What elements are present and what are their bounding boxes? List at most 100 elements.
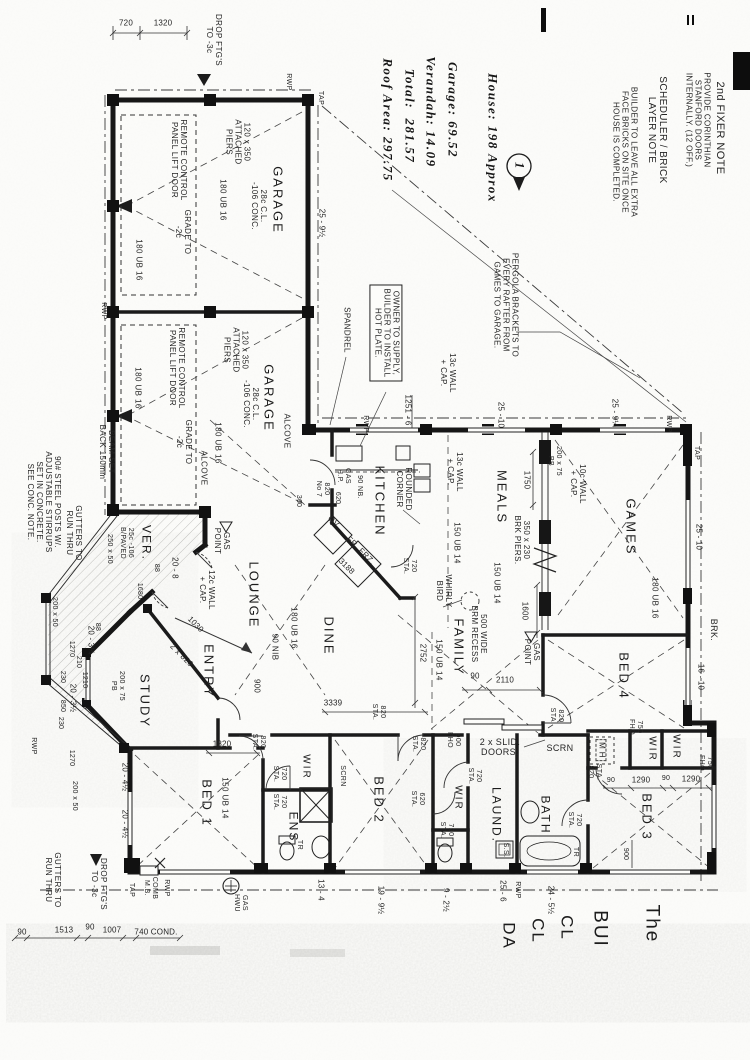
- plan-label: RWP: [99, 302, 107, 320]
- plan-label: 150 UB 14: [220, 777, 230, 819]
- note-scheduler-body: BUILDER TO LEAVE ALL EXTRA FACE BRICKS O…: [611, 86, 639, 218]
- plan-label: S.S.: [501, 842, 509, 858]
- plan-label: 180 UB 16: [134, 239, 144, 281]
- plan-label: 25 - 10: [694, 523, 704, 551]
- room-label-family: FAMILY: [451, 618, 467, 676]
- room-label-bed3: BED 3: [639, 793, 655, 841]
- garage-door-arrows: [116, 199, 132, 423]
- plan-label: 1030: [185, 614, 206, 635]
- plan-label: 750 FHO: [628, 719, 643, 735]
- handwritten-house-area: House: 198 Approx: [485, 73, 501, 203]
- plan-label: 1820: [212, 739, 232, 749]
- plan-label: 20 - 4½: [120, 809, 130, 839]
- plan-label: COMB M.B.: [143, 876, 158, 900]
- plan-label: 13c WALL + CAP.: [439, 353, 457, 393]
- room-label-wir-bed4: WIR: [646, 736, 658, 762]
- plan-label: 1251 - 6: [403, 394, 413, 426]
- handwritten-roof-area: Roof Area: 297.75: [380, 58, 396, 182]
- cutoff-text-da: DA: [499, 922, 519, 950]
- plan-label: 200 x 50: [50, 596, 58, 628]
- plan-label: GUTTERS TO RUN THRU: [44, 852, 62, 908]
- room-label-wir-hall: WIR: [452, 785, 464, 811]
- plan-label: BEAM SET BACK 150mm: [98, 424, 116, 480]
- plan-label: 360: [294, 494, 302, 508]
- plan-label: 720 STA.: [402, 557, 417, 575]
- plan-label: 2 x SLID. DOORS.: [479, 736, 521, 757]
- plan-label: 1270: [67, 640, 75, 658]
- plan-label: 90: [470, 671, 480, 681]
- plan-label: 820 No 7: [315, 480, 330, 498]
- plan-label: REMOTE CONTROL PANEL LIFT DOOR: [170, 119, 188, 201]
- room-label-ens: ENS: [286, 811, 301, 843]
- room-label-meals: MEALS: [494, 469, 510, 525]
- plan-label: 900 FHO: [446, 732, 461, 748]
- plan-label: ALCOVE: [199, 450, 209, 486]
- plan-label: 350 x 230 BRK PIERS.: [513, 515, 531, 565]
- plan-label: 230: [56, 716, 64, 730]
- plan-label: 2 x 820: [168, 641, 196, 669]
- note-2nd-fixer-title: 2nd FIXER NOTE: [714, 81, 727, 175]
- room-label-laundry: LAUND.: [489, 786, 504, 844]
- plan-label: DROP FTG'S TO -3c: [90, 857, 108, 911]
- plan-label: 620: [333, 491, 341, 505]
- plan-label: TR: [571, 846, 579, 858]
- plan-label: 1513: [54, 925, 74, 935]
- plan-label: 90: [606, 777, 616, 785]
- plan-label: 3339: [323, 698, 343, 708]
- interior-walls: [111, 310, 716, 874]
- plan-label: 900: [252, 679, 262, 693]
- room-label-entry: ENTRY: [201, 644, 217, 698]
- plan-label: 200 x 75 PB: [547, 445, 562, 477]
- plan-label: 25 - 9¼: [610, 398, 620, 428]
- plan-label: SCRN: [546, 742, 574, 753]
- plan-label: TR: [295, 839, 303, 851]
- windows: [84, 426, 718, 876]
- plan-label: 200 x 50: [70, 780, 78, 812]
- plan-label: 720: [119, 18, 133, 28]
- plan-label: 3188: [336, 556, 357, 577]
- cutoff-text-cl1: CL: [557, 915, 577, 941]
- door-arcs: [151, 459, 623, 827]
- entry-arrow: [174, 617, 253, 654]
- plan-label: GRADE TO -2c: [175, 419, 193, 465]
- plan-label: SPANDREL: [342, 307, 352, 353]
- plan-label: 230: [58, 670, 66, 684]
- plan-label: 1290: [681, 774, 701, 784]
- plan-label: 90: [661, 775, 671, 783]
- plan-label: 1270: [67, 749, 75, 767]
- plan-label: 20 - 3½: [68, 683, 78, 713]
- leader-line-long: [391, 189, 687, 423]
- handwritten-verandah-area: Verandah: 14.09: [423, 56, 439, 168]
- plan-label: OV: [326, 513, 342, 529]
- room-label-garage-1: GARAGE: [270, 166, 286, 234]
- plan-label: TAP: [692, 445, 700, 461]
- plan-label: 9 - 2½: [441, 888, 451, 912]
- plan-label: 2110: [495, 675, 515, 685]
- plan-label: ALCOVE: [282, 413, 292, 449]
- plan-label: 500 WIDE BRM RECESS: [470, 605, 488, 663]
- sliding-doors: [463, 718, 543, 731]
- plan-label: RWP: [361, 415, 369, 433]
- revision-balloon-symbol: [506, 153, 532, 191]
- plan-label: 90: [85, 922, 95, 932]
- plan-label: 180 UB 16: [213, 422, 223, 464]
- plan-label: 24 - 5½: [546, 885, 556, 915]
- plan-label: 1600: [520, 601, 530, 621]
- plan-label: RWP: [284, 73, 292, 91]
- plan-label: GAS H.P.: [336, 468, 351, 484]
- plan-label: 20 - 8: [170, 557, 180, 579]
- note-leaders: [329, 331, 641, 748]
- plan-label: 1007: [102, 925, 122, 935]
- plan-label: REMOTE CONTROL PANEL LIFT DOOR: [168, 327, 186, 409]
- plan-label: 850: [58, 699, 66, 713]
- plan-label: 28c C.L. -106 CONC.: [250, 181, 268, 231]
- room-label-bed1: BED 1: [199, 779, 215, 827]
- plan-label: 120 x 350 ATTACHED PIERS: [222, 327, 250, 373]
- plan-label: 180 UB 16: [133, 367, 143, 409]
- plan-label: RWP: [664, 415, 672, 433]
- manhole-label: M H: [595, 739, 607, 761]
- plan-label: 210: [74, 655, 82, 669]
- plan-label: STA. 820: [587, 763, 602, 781]
- plan-label: 720 STA.: [467, 767, 482, 785]
